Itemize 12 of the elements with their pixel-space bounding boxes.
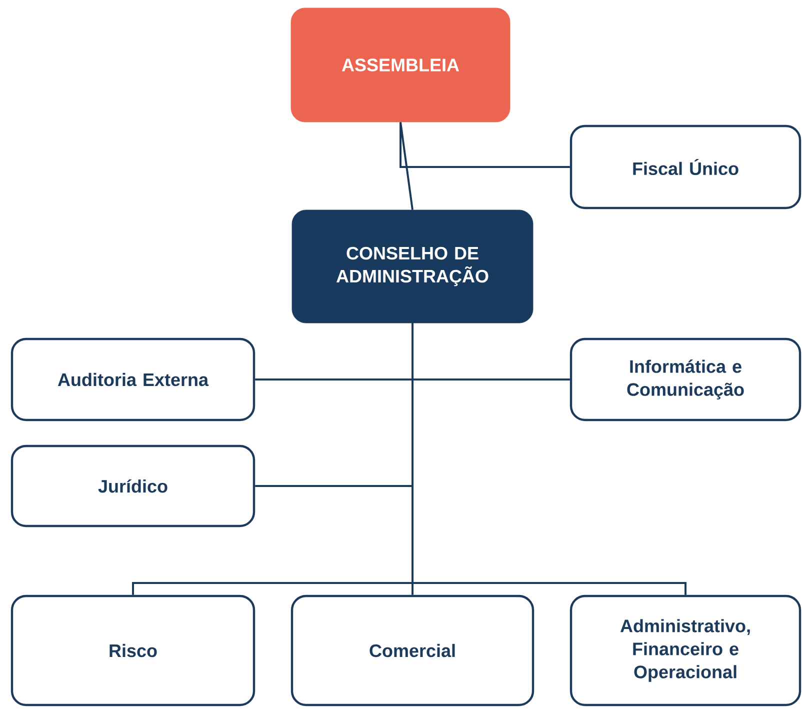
department-box: Auditoria Externa <box>10 338 256 422</box>
department-box: Fiscal Único <box>570 124 802 210</box>
connector-line <box>400 122 570 168</box>
connector-line <box>412 323 687 595</box>
assembly-box: ASSEMBLEIA <box>290 8 510 122</box>
department-box: Jurídico <box>10 444 256 528</box>
department-box: Risco <box>10 594 256 706</box>
connector-line <box>400 122 414 210</box>
department-box: Comercial <box>290 594 534 706</box>
department-box: Informática e Comunicação <box>570 338 802 422</box>
board-box: CONSELHO DE ADMINISTRAÇÃO <box>292 210 534 324</box>
department-box: Administrativo, Financeiro e Operacional <box>570 594 802 706</box>
